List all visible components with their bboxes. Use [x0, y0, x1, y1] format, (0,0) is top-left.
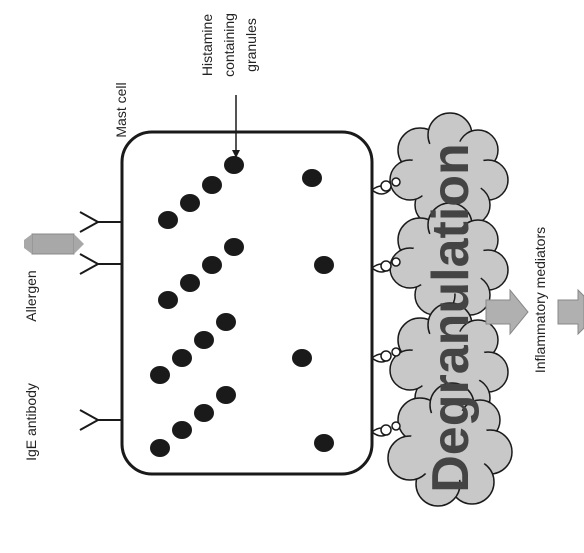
- allergen-label: Allergen: [23, 270, 39, 321]
- granule: [292, 349, 312, 367]
- ige-antibody: [79, 211, 122, 233]
- granule: [150, 366, 170, 384]
- granule: [158, 211, 178, 229]
- granule: [180, 194, 200, 212]
- mediator-clouds: [387, 112, 513, 507]
- ige-antibody: [79, 409, 122, 431]
- ige-antibody: [79, 253, 122, 275]
- granule: [180, 274, 200, 292]
- granules-pointer-head: [232, 150, 240, 158]
- granule: [202, 256, 222, 274]
- right-arrow-icon: [485, 288, 529, 336]
- granules-label-line3: granules: [243, 18, 259, 72]
- granule: [224, 156, 244, 174]
- granule: [194, 331, 214, 349]
- granule: [202, 176, 222, 194]
- ige-antibodies: [79, 211, 122, 431]
- ige-antibody-label: IgE antibody: [23, 383, 39, 461]
- mast-cell-body: [120, 130, 374, 476]
- exocytosis-bubbles: [370, 177, 401, 437]
- right-arrow-icon: [557, 288, 584, 336]
- allergen: [24, 233, 84, 255]
- granule: [194, 404, 214, 422]
- granule: [172, 349, 192, 367]
- granule: [216, 386, 236, 404]
- granule: [150, 439, 170, 457]
- histamine-granules: [150, 156, 334, 457]
- mediator-cloud: [387, 382, 513, 507]
- granule: [216, 313, 236, 331]
- granule: [158, 291, 178, 309]
- granule: [172, 421, 192, 439]
- granule: [302, 169, 322, 187]
- granules-label-line1: Histamine: [199, 14, 215, 76]
- degranulation-label: Degranulation: [422, 143, 480, 493]
- granules-label-line2: containing: [221, 13, 237, 77]
- inflammatory-mediators-label: Inflammatory mediators: [532, 227, 548, 373]
- granule: [314, 434, 334, 452]
- release-arrows: [485, 288, 584, 336]
- granule: [224, 238, 244, 256]
- mast-cell-label: Mast cell: [113, 82, 129, 137]
- mediator-cloud: [389, 202, 509, 316]
- granule: [314, 256, 334, 274]
